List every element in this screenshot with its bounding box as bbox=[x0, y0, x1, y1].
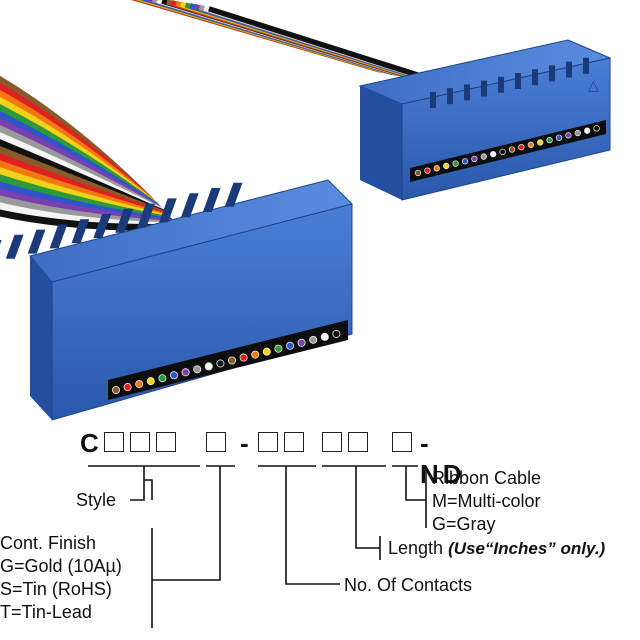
contacts-box-1 bbox=[258, 432, 278, 452]
connector-slot bbox=[137, 203, 155, 228]
length-box-1 bbox=[322, 432, 342, 452]
connector-slot bbox=[447, 88, 453, 105]
contact-pin bbox=[584, 127, 591, 134]
connector-front-slots bbox=[0, 182, 243, 264]
connector-front-contacts bbox=[112, 329, 341, 394]
connector-slot bbox=[93, 214, 112, 238]
contacts-label: No. Of Contacts bbox=[344, 575, 473, 595]
contact-pin bbox=[490, 151, 497, 158]
connector-slot bbox=[27, 229, 46, 254]
ribbon-wire bbox=[208, 6, 441, 85]
connector-front bbox=[0, 179, 353, 421]
contact-pin bbox=[204, 362, 213, 371]
contact-pin bbox=[443, 162, 450, 170]
contact-pin bbox=[518, 143, 525, 151]
style-label: Style bbox=[76, 490, 117, 510]
part-suffix: -ND bbox=[420, 428, 466, 489]
contact-pin bbox=[112, 385, 121, 394]
contact-pin bbox=[274, 344, 283, 353]
contact-pin bbox=[251, 350, 260, 359]
connector-rear-slots bbox=[430, 57, 589, 108]
cont-finish-gold: G=Gold (10Aµ) bbox=[0, 556, 122, 576]
connector-slot bbox=[202, 188, 221, 212]
contact-pin bbox=[135, 380, 144, 389]
contact-pin bbox=[424, 167, 431, 174]
connector-slot bbox=[0, 240, 2, 264]
contact-pin bbox=[285, 341, 294, 350]
connector-rear: △ bbox=[358, 39, 612, 201]
contact-pin bbox=[452, 160, 459, 167]
cable-gray: G=Gray bbox=[432, 514, 496, 534]
contact-pin bbox=[480, 153, 487, 160]
style-box-3 bbox=[156, 432, 176, 452]
contact-pin bbox=[239, 353, 248, 362]
connector-slot bbox=[224, 182, 243, 207]
length-box-2 bbox=[348, 432, 368, 452]
contact-pin bbox=[593, 125, 600, 132]
contacts-box-2 bbox=[284, 432, 304, 452]
connector-slot bbox=[583, 57, 589, 74]
contact-pin bbox=[461, 158, 469, 165]
contact-pin bbox=[320, 332, 329, 341]
contact-pin bbox=[309, 335, 318, 344]
connector-slot bbox=[498, 76, 504, 93]
cont-finish-title: Cont. Finish bbox=[0, 533, 97, 553]
contact-pin bbox=[158, 374, 167, 383]
contact-pin bbox=[546, 136, 553, 144]
contact-pin bbox=[123, 383, 132, 392]
cable-multicolor: M=Multi-color bbox=[432, 491, 541, 511]
contact-pin bbox=[227, 356, 236, 365]
finish-box bbox=[206, 432, 226, 452]
cont-finish-tin: S=Tin (RoHS) bbox=[0, 579, 112, 599]
style-box-1 bbox=[104, 432, 124, 452]
contact-pin bbox=[181, 368, 190, 377]
cont-finish-tinlead: T=Tin-Lead bbox=[0, 602, 92, 622]
connector-rear-contacts bbox=[414, 125, 600, 177]
contact-pin bbox=[537, 139, 544, 146]
contact-pin bbox=[193, 365, 202, 374]
polarity-mark: △ bbox=[588, 77, 599, 93]
contact-pin bbox=[216, 359, 225, 368]
connector-slot bbox=[566, 61, 572, 78]
cable-title: Ribbon Cable bbox=[432, 468, 542, 488]
length-label: Length (Use“Inches” only.) bbox=[388, 537, 605, 560]
length-label-text: Length bbox=[388, 538, 444, 558]
part-prefix: C bbox=[80, 428, 99, 458]
contact-pin bbox=[414, 169, 422, 177]
connector-slot bbox=[159, 198, 177, 223]
contact-pin bbox=[169, 371, 178, 380]
contact-pin bbox=[262, 347, 271, 356]
contact-pin bbox=[297, 338, 306, 347]
connector-slot bbox=[115, 208, 134, 233]
contact-pin bbox=[499, 148, 506, 156]
contact-pin bbox=[332, 329, 341, 338]
part-separator: - bbox=[240, 428, 249, 458]
connector-slot bbox=[180, 193, 199, 218]
connector-slot bbox=[464, 84, 470, 101]
contact-pin bbox=[471, 155, 478, 163]
connector-slot bbox=[515, 73, 521, 89]
connector-slot bbox=[549, 65, 555, 82]
callout-lines bbox=[88, 465, 427, 628]
connector-slot bbox=[5, 234, 24, 259]
contact-pin bbox=[565, 132, 572, 139]
contact-pin bbox=[527, 141, 534, 148]
contact-pin bbox=[574, 129, 581, 137]
connector-slot bbox=[71, 219, 90, 244]
contact-pin bbox=[508, 146, 516, 153]
connector-slot bbox=[430, 92, 436, 108]
connector-slot bbox=[481, 80, 487, 97]
contact-pin bbox=[433, 165, 440, 172]
length-note: (Use“Inches” only.) bbox=[448, 539, 606, 558]
style-box-2 bbox=[130, 432, 150, 452]
connector-slot bbox=[532, 69, 538, 86]
contact-pin bbox=[146, 377, 155, 386]
connector-slot bbox=[49, 224, 68, 249]
cable-box bbox=[392, 432, 412, 452]
ribbon-cable-rear bbox=[130, 0, 441, 85]
contact-pin bbox=[555, 134, 563, 141]
